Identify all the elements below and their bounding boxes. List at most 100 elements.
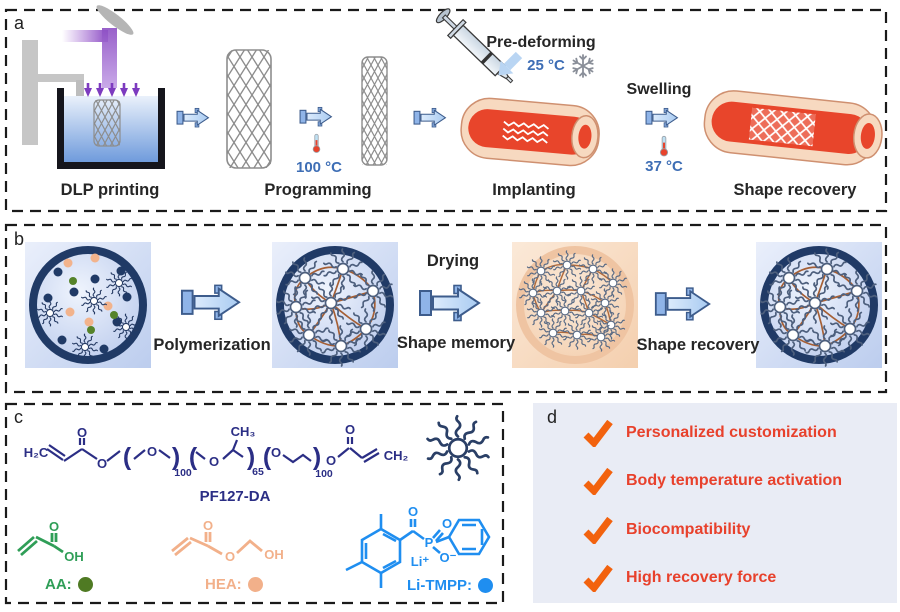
panel-a-label: a	[14, 13, 25, 33]
hydrogel-network-circle	[272, 242, 398, 368]
panel-c-border	[4, 402, 505, 605]
panel-d-background	[533, 403, 897, 603]
temp-25c: 25 °C	[527, 57, 565, 74]
pf127-da-name: PF127-DA	[199, 488, 271, 505]
hea-dot-icon	[247, 577, 263, 592]
litmpp-carbonyl-o: O	[408, 504, 418, 519]
caption-polymerization: Polymerization	[153, 336, 271, 354]
printing-stent	[93, 99, 121, 147]
caption-implanting: Implanting	[492, 181, 576, 199]
caption-pre-deforming: Pre-deforming	[486, 34, 596, 51]
hea-structure: O O OH	[171, 518, 284, 564]
caption-swelling: Swelling	[626, 81, 692, 98]
aa-structure: O OH	[17, 519, 84, 564]
hea-label: HEA:	[205, 576, 242, 593]
benefit-text: Biocompatibility	[626, 521, 751, 538]
check-icon	[583, 564, 613, 592]
process-arrow	[299, 106, 332, 127]
process-arrow	[413, 107, 446, 128]
temp-37c: 37 °C	[645, 158, 683, 175]
dried-network-circle	[512, 242, 638, 368]
caption-shape-recovery-a: Shape recovery	[733, 181, 857, 199]
dlp-printer-illustration	[22, 5, 165, 169]
caption-programming: Programming	[264, 181, 372, 199]
pf127-carbonyl2-o: O	[345, 422, 355, 437]
micelle-icon	[427, 416, 489, 479]
thermometer-icon	[312, 133, 321, 153]
pf127-ester-o: O	[97, 456, 107, 471]
pf127-paren: )	[313, 443, 321, 471]
compressed-stent	[502, 120, 550, 144]
check-icon	[583, 467, 613, 495]
pf127-ch3: CH₃	[231, 424, 256, 439]
aa-label: AA:	[45, 576, 72, 593]
benefit-text: High recovery force	[626, 569, 777, 586]
pf127-ch2: CH₂	[384, 448, 409, 463]
recovered-network-circle	[756, 242, 882, 368]
uv-arrows	[84, 83, 140, 97]
hea-ester-o: O	[225, 549, 235, 564]
aa-oh: OH	[64, 549, 84, 564]
litmpp-dot-icon	[478, 578, 493, 593]
litmpp-p: P	[425, 535, 434, 550]
caption-shape-memory: Shape memory	[396, 334, 516, 352]
monomer-dots-navy	[43, 266, 132, 354]
panel-d-label: d	[547, 407, 558, 427]
uv-beam-vertical	[102, 28, 117, 88]
monomer-dots-green	[69, 277, 118, 334]
check-icon	[583, 516, 613, 544]
pf127-peg-o: O	[147, 444, 157, 459]
mirror	[96, 5, 134, 35]
process-arrow	[176, 107, 209, 128]
pf127-ester2-o: O	[326, 453, 336, 468]
temp-100c: 100 °C	[295, 159, 343, 176]
pf127-paren: (	[189, 443, 198, 471]
aa-dot-icon	[77, 577, 93, 592]
process-arrow	[419, 284, 480, 322]
pf127-n65: 65	[252, 466, 264, 478]
litmpp-o-minus: O⁻	[440, 550, 457, 565]
pf127-peg2-o: O	[271, 445, 281, 460]
thermometer-icon	[659, 135, 669, 157]
predeform-arrow-icon	[498, 51, 523, 76]
pf127-paren: )	[172, 443, 180, 471]
expanded-stent	[748, 107, 816, 147]
litmpp-p-o: O	[442, 516, 452, 531]
caption-drying: Drying	[426, 252, 480, 270]
litmpp-structure: O O P O⁻ Li⁺	[345, 504, 491, 588]
benefit-item: Biocompatibility	[583, 516, 750, 544]
pf127-n100: 100	[174, 467, 192, 479]
caption-dlp-printing: DLP printing	[60, 181, 160, 199]
litmpp-label: Li-TMPP:	[407, 577, 472, 594]
printed-stent	[226, 49, 272, 169]
process-arrow	[645, 107, 678, 128]
pf127-h2c: H₂C	[24, 445, 49, 460]
benefit-text: Personalized customization	[626, 424, 837, 441]
litmpp-li: Li⁺	[411, 554, 430, 569]
hea-o: O	[203, 518, 213, 533]
panel-b-label: b	[14, 229, 25, 249]
snowflake-icon	[571, 54, 595, 78]
uv-beam-horizontal	[62, 30, 108, 42]
panel-c-label: c	[14, 407, 23, 427]
caption-shape-recovery-b: Shape recovery	[636, 336, 760, 354]
pf127-paren: (	[123, 443, 132, 471]
hea-legend: HEA:	[205, 576, 263, 593]
pf127-carbonyl-o: O	[77, 425, 87, 440]
solution-circle	[25, 242, 151, 368]
benefit-item: Personalized customization	[583, 419, 837, 447]
process-arrow	[180, 284, 241, 321]
blood-vessel-implant	[460, 97, 600, 167]
process-arrow	[654, 287, 711, 321]
benefit-item: Body temperature activation	[583, 467, 842, 495]
pf127-ppg-o: O	[209, 454, 219, 469]
aa-o: O	[49, 519, 59, 534]
benefit-item: High recovery force	[583, 564, 776, 592]
panel-b-border	[4, 223, 888, 394]
hea-oh: OH	[264, 547, 284, 562]
check-icon	[583, 419, 613, 447]
pf127-paren: )	[247, 443, 255, 471]
litmpp-legend: Li-TMPP:	[407, 577, 493, 594]
